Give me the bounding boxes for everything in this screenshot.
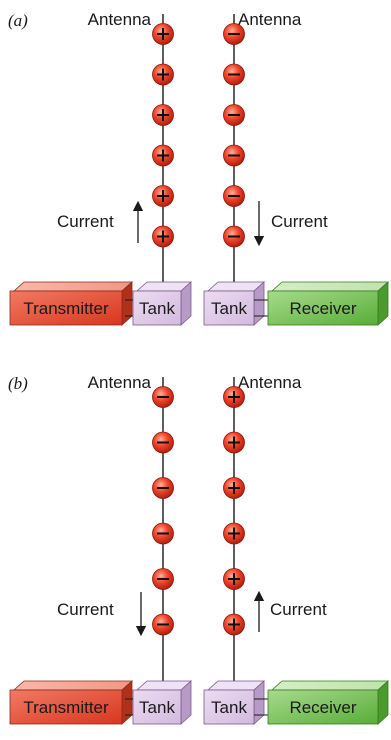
- charge-positive-icon: [223, 613, 245, 636]
- transmitter-label: Transmitter: [23, 299, 109, 318]
- right-antenna-label: Antenna: [238, 373, 302, 392]
- charge-negative-icon: [152, 477, 174, 499]
- left-antenna-label: Antenna: [88, 10, 152, 29]
- receiver-box: Receiver: [267, 680, 390, 725]
- right-tank-label: Tank: [211, 698, 247, 717]
- left-current-label: Current: [57, 600, 114, 619]
- receiver-box: Receiver: [267, 281, 390, 326]
- right-tank-box: Tank: [203, 281, 272, 326]
- charge-positive-icon: [152, 225, 174, 248]
- receiver-label: Receiver: [289, 299, 356, 318]
- panel-a-label: (a): [8, 11, 28, 30]
- charge-positive-icon: [152, 63, 174, 86]
- charge-negative-icon: [152, 386, 174, 408]
- left-current-label: Current: [57, 212, 114, 231]
- charge-positive-icon: [152, 104, 174, 126]
- charge-positive-icon: [152, 23, 174, 45]
- charge-negative-icon: [223, 144, 245, 167]
- right-antenna-label: Antenna: [238, 10, 302, 29]
- right-current-label: Current: [270, 600, 327, 619]
- charge-negative-icon: [152, 522, 174, 545]
- right-current-label: Current: [271, 212, 328, 231]
- transmitter-box: Transmitter: [9, 680, 134, 725]
- panel-b: (b) Antenna Antenna Current Current Tran…: [8, 373, 390, 725]
- right-antenna-charges: [223, 386, 245, 636]
- transmitter-box: Transmitter: [9, 281, 134, 326]
- charge-positive-icon: [223, 431, 245, 454]
- charge-negative-icon: [223, 185, 245, 207]
- charge-positive-icon: [223, 477, 245, 499]
- charge-negative-icon: [152, 431, 174, 454]
- charge-negative-icon: [223, 63, 245, 86]
- panel-a: (a) Antenna Antenna Current Current Tran…: [8, 10, 390, 326]
- right-tank-label: Tank: [211, 299, 247, 318]
- charge-positive-icon: [152, 185, 174, 207]
- panel-b-label: (b): [8, 374, 28, 393]
- left-tank-box: Tank: [125, 281, 193, 326]
- charge-negative-icon: [152, 568, 174, 590]
- receiver-label: Receiver: [289, 698, 356, 717]
- right-tank-box: Tank: [203, 680, 272, 725]
- transmitter-label: Transmitter: [23, 698, 109, 717]
- left-antenna-charges: [152, 23, 174, 248]
- left-tank-label: Tank: [139, 698, 175, 717]
- left-tank-box: Tank: [125, 680, 193, 725]
- left-antenna-charges: [152, 386, 174, 636]
- charge-positive-icon: [152, 144, 174, 167]
- charge-negative-icon: [223, 225, 245, 248]
- right-antenna-charges: [223, 23, 245, 248]
- left-antenna-label: Antenna: [88, 373, 152, 392]
- charge-negative-icon: [223, 104, 245, 126]
- charge-positive-icon: [223, 522, 245, 545]
- charge-positive-icon: [223, 386, 245, 408]
- charge-positive-icon: [223, 568, 245, 590]
- charge-negative-icon: [223, 23, 245, 45]
- left-tank-label: Tank: [139, 299, 175, 318]
- charge-negative-icon: [152, 613, 174, 636]
